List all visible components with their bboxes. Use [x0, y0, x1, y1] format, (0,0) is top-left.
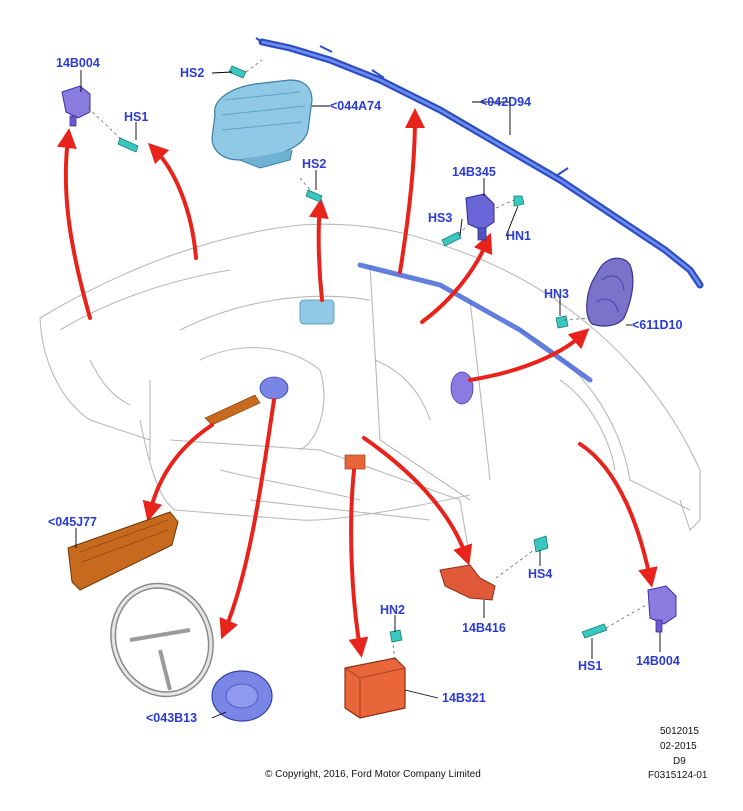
arrow-to-14B321	[348, 468, 369, 658]
curtain-rail-on-body	[357, 262, 593, 383]
arrow-to-043B13	[219, 398, 276, 640]
driver-airbag-on-body	[259, 376, 289, 400]
label-hs1-bottom: HS1	[578, 659, 602, 673]
arrow-to-hs2-mid	[308, 198, 329, 302]
seat-airbag-611D10-part	[586, 257, 634, 327]
label-hs1-top: HS1	[124, 110, 148, 124]
steering-wheel-part	[110, 582, 214, 698]
leader-lines	[75, 70, 661, 719]
bolt-hs4	[533, 535, 549, 553]
sensor-14B004-bottom-part	[647, 585, 677, 633]
nut-hn3	[555, 315, 569, 329]
label-14B345: 14B345	[452, 165, 496, 179]
label-14B321: 14B321	[442, 691, 486, 705]
label-14B004-bottom: 14B004	[636, 654, 680, 668]
label-042D94: <042D94	[480, 95, 531, 109]
label-044A74: <044A74	[330, 99, 381, 113]
drawing-code-1: 5012015	[660, 726, 699, 737]
arrow-to-14B004-top	[56, 128, 92, 320]
arrow-to-14B416	[362, 436, 473, 566]
seat-airbag-on-body	[450, 371, 474, 405]
bolt-hs1-bottom	[581, 623, 608, 639]
nut-hn1	[513, 195, 525, 207]
passenger-airbag-part	[211, 79, 313, 169]
driver-airbag-043B13-part	[211, 670, 273, 722]
sensor-14B004-top-part	[61, 85, 91, 127]
knee-airbag-on-body	[204, 394, 261, 426]
sensor-14B416-part	[439, 564, 496, 601]
fasteners	[117, 65, 608, 643]
restraint-module-on-body	[344, 454, 366, 470]
knee-airbag-045J77-part	[67, 511, 179, 591]
label-hs3: HS3	[428, 211, 452, 225]
copyright-text: © Copyright, 2016, Ford Motor Company Li…	[265, 769, 481, 780]
bolt-hs3	[441, 231, 462, 247]
curtain-airbag-part	[255, 37, 704, 289]
label-14B416: 14B416	[462, 621, 506, 635]
sensor-14B345-part	[465, 193, 495, 241]
label-hn3: HN3	[544, 287, 569, 301]
bolt-hs2-top	[228, 65, 247, 79]
label-045J77: <045J77	[48, 515, 97, 529]
drawing-code-2: 02-2015	[660, 741, 697, 752]
label-hn2: HN2	[380, 603, 405, 617]
label-14B004-top: 14B004	[56, 56, 100, 70]
drawing-code-3: D9	[673, 756, 686, 767]
restraint-module-14B321-part	[344, 657, 406, 719]
arrow-to-14B345	[420, 232, 493, 324]
label-hs2-top: HS2	[180, 66, 204, 80]
label-hs4: HS4	[528, 567, 552, 581]
vehicle-body-outline	[39, 223, 701, 561]
bolt-hs2-mid	[305, 189, 323, 203]
arrow-to-042D94	[398, 108, 425, 274]
drawing-code-4: F0315124-01	[648, 770, 708, 781]
red-arrows	[56, 108, 658, 658]
nut-hn2	[389, 629, 403, 643]
passenger-airbag-on-body	[299, 299, 335, 325]
bolt-hs1-top	[117, 137, 139, 153]
label-611D10: <611D10	[632, 318, 682, 332]
arrow-to-611D10	[468, 328, 590, 382]
arrow-to-045J77	[142, 423, 214, 522]
arrow-to-hs1-top	[147, 142, 198, 260]
arrow-to-14B004-bottom	[578, 442, 658, 588]
label-hn1: HN1	[506, 229, 531, 243]
label-043B13: <043B13	[146, 711, 197, 725]
label-hs2-mid: HS2	[302, 157, 326, 171]
dashed-connectors	[87, 59, 649, 661]
